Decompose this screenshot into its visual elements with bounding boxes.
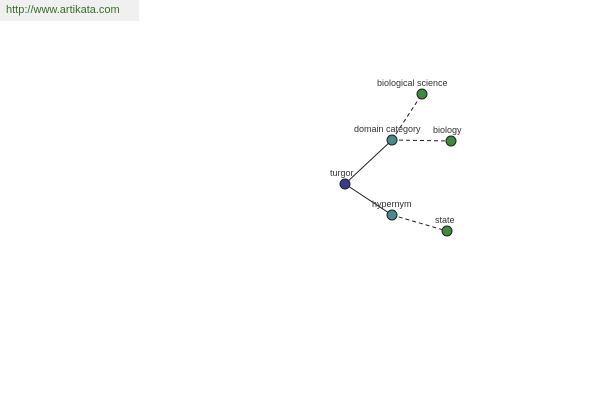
node-hypernym[interactable] [386, 209, 398, 221]
edge-hypernym-to-state [391, 214, 448, 232]
node-label-turgor[interactable]: turgor [330, 168, 354, 178]
node-state[interactable] [441, 225, 453, 237]
edge-domain-category-to-biology [391, 139, 452, 142]
edge-domain-category-to-biological-science [391, 93, 423, 141]
node-biological-science[interactable] [416, 88, 428, 100]
node-label-state[interactable]: state [435, 215, 455, 225]
node-biology[interactable] [445, 135, 457, 147]
node-label-hypernym[interactable]: hypernym [372, 199, 412, 209]
node-label-biology[interactable]: biology [433, 125, 462, 135]
node-domain-category[interactable] [386, 134, 398, 146]
edge-turgor-to-hypernym [344, 183, 393, 216]
node-label-domain-category[interactable]: domain category [354, 124, 421, 134]
node-label-biological-science[interactable]: biological science [377, 78, 448, 88]
node-turgor[interactable] [339, 178, 351, 190]
graph-nodes [339, 88, 457, 237]
graph-edges [344, 93, 452, 232]
graph-labels: turgor domain category hypernym biological … [330, 78, 462, 225]
edge-turgor-to-domain-category [344, 139, 393, 185]
artikata-url-link[interactable]: http://www.artikata.com [0, 0, 139, 21]
